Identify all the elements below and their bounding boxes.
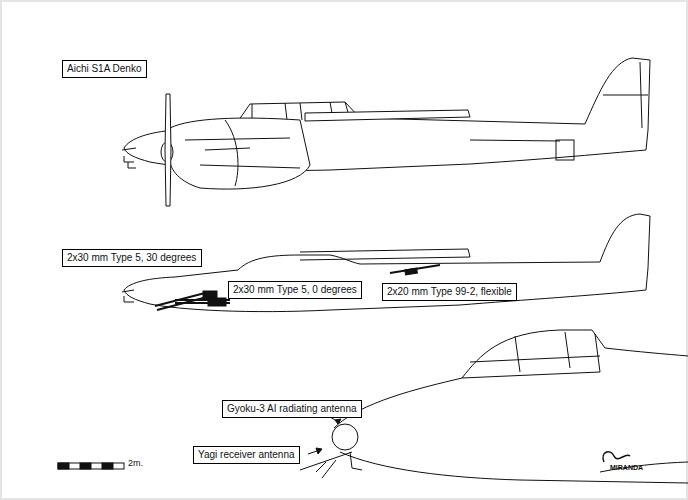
label-box: Aichi S1A Denko (62, 60, 147, 78)
box-text: Gyoku-3 AI radiating antenna (227, 403, 357, 415)
scale-label: 2m. (128, 458, 143, 468)
label-box: Yagi receiver antenna (193, 446, 300, 464)
logo-text: MIRANDA (610, 464, 643, 471)
box-text: Aichi S1A Denko (67, 63, 142, 75)
box-text: 2x30 mm Type 5, 30 degrees (67, 252, 197, 264)
label-box: 2x20 mm Type 99-2, flexible (382, 283, 517, 301)
label-box: Gyoku-3 AI radiating antenna (222, 400, 362, 418)
label-box: 2x30 mm Type 5, 30 degrees (62, 249, 202, 267)
label-box: 2x30 mm Type 5, 0 degrees (228, 281, 362, 299)
box-text: Yagi receiver antenna (198, 449, 295, 461)
box-text: 2x20 mm Type 99-2, flexible (387, 286, 512, 298)
box-text: 2x30 mm Type 5, 0 degrees (233, 284, 357, 296)
